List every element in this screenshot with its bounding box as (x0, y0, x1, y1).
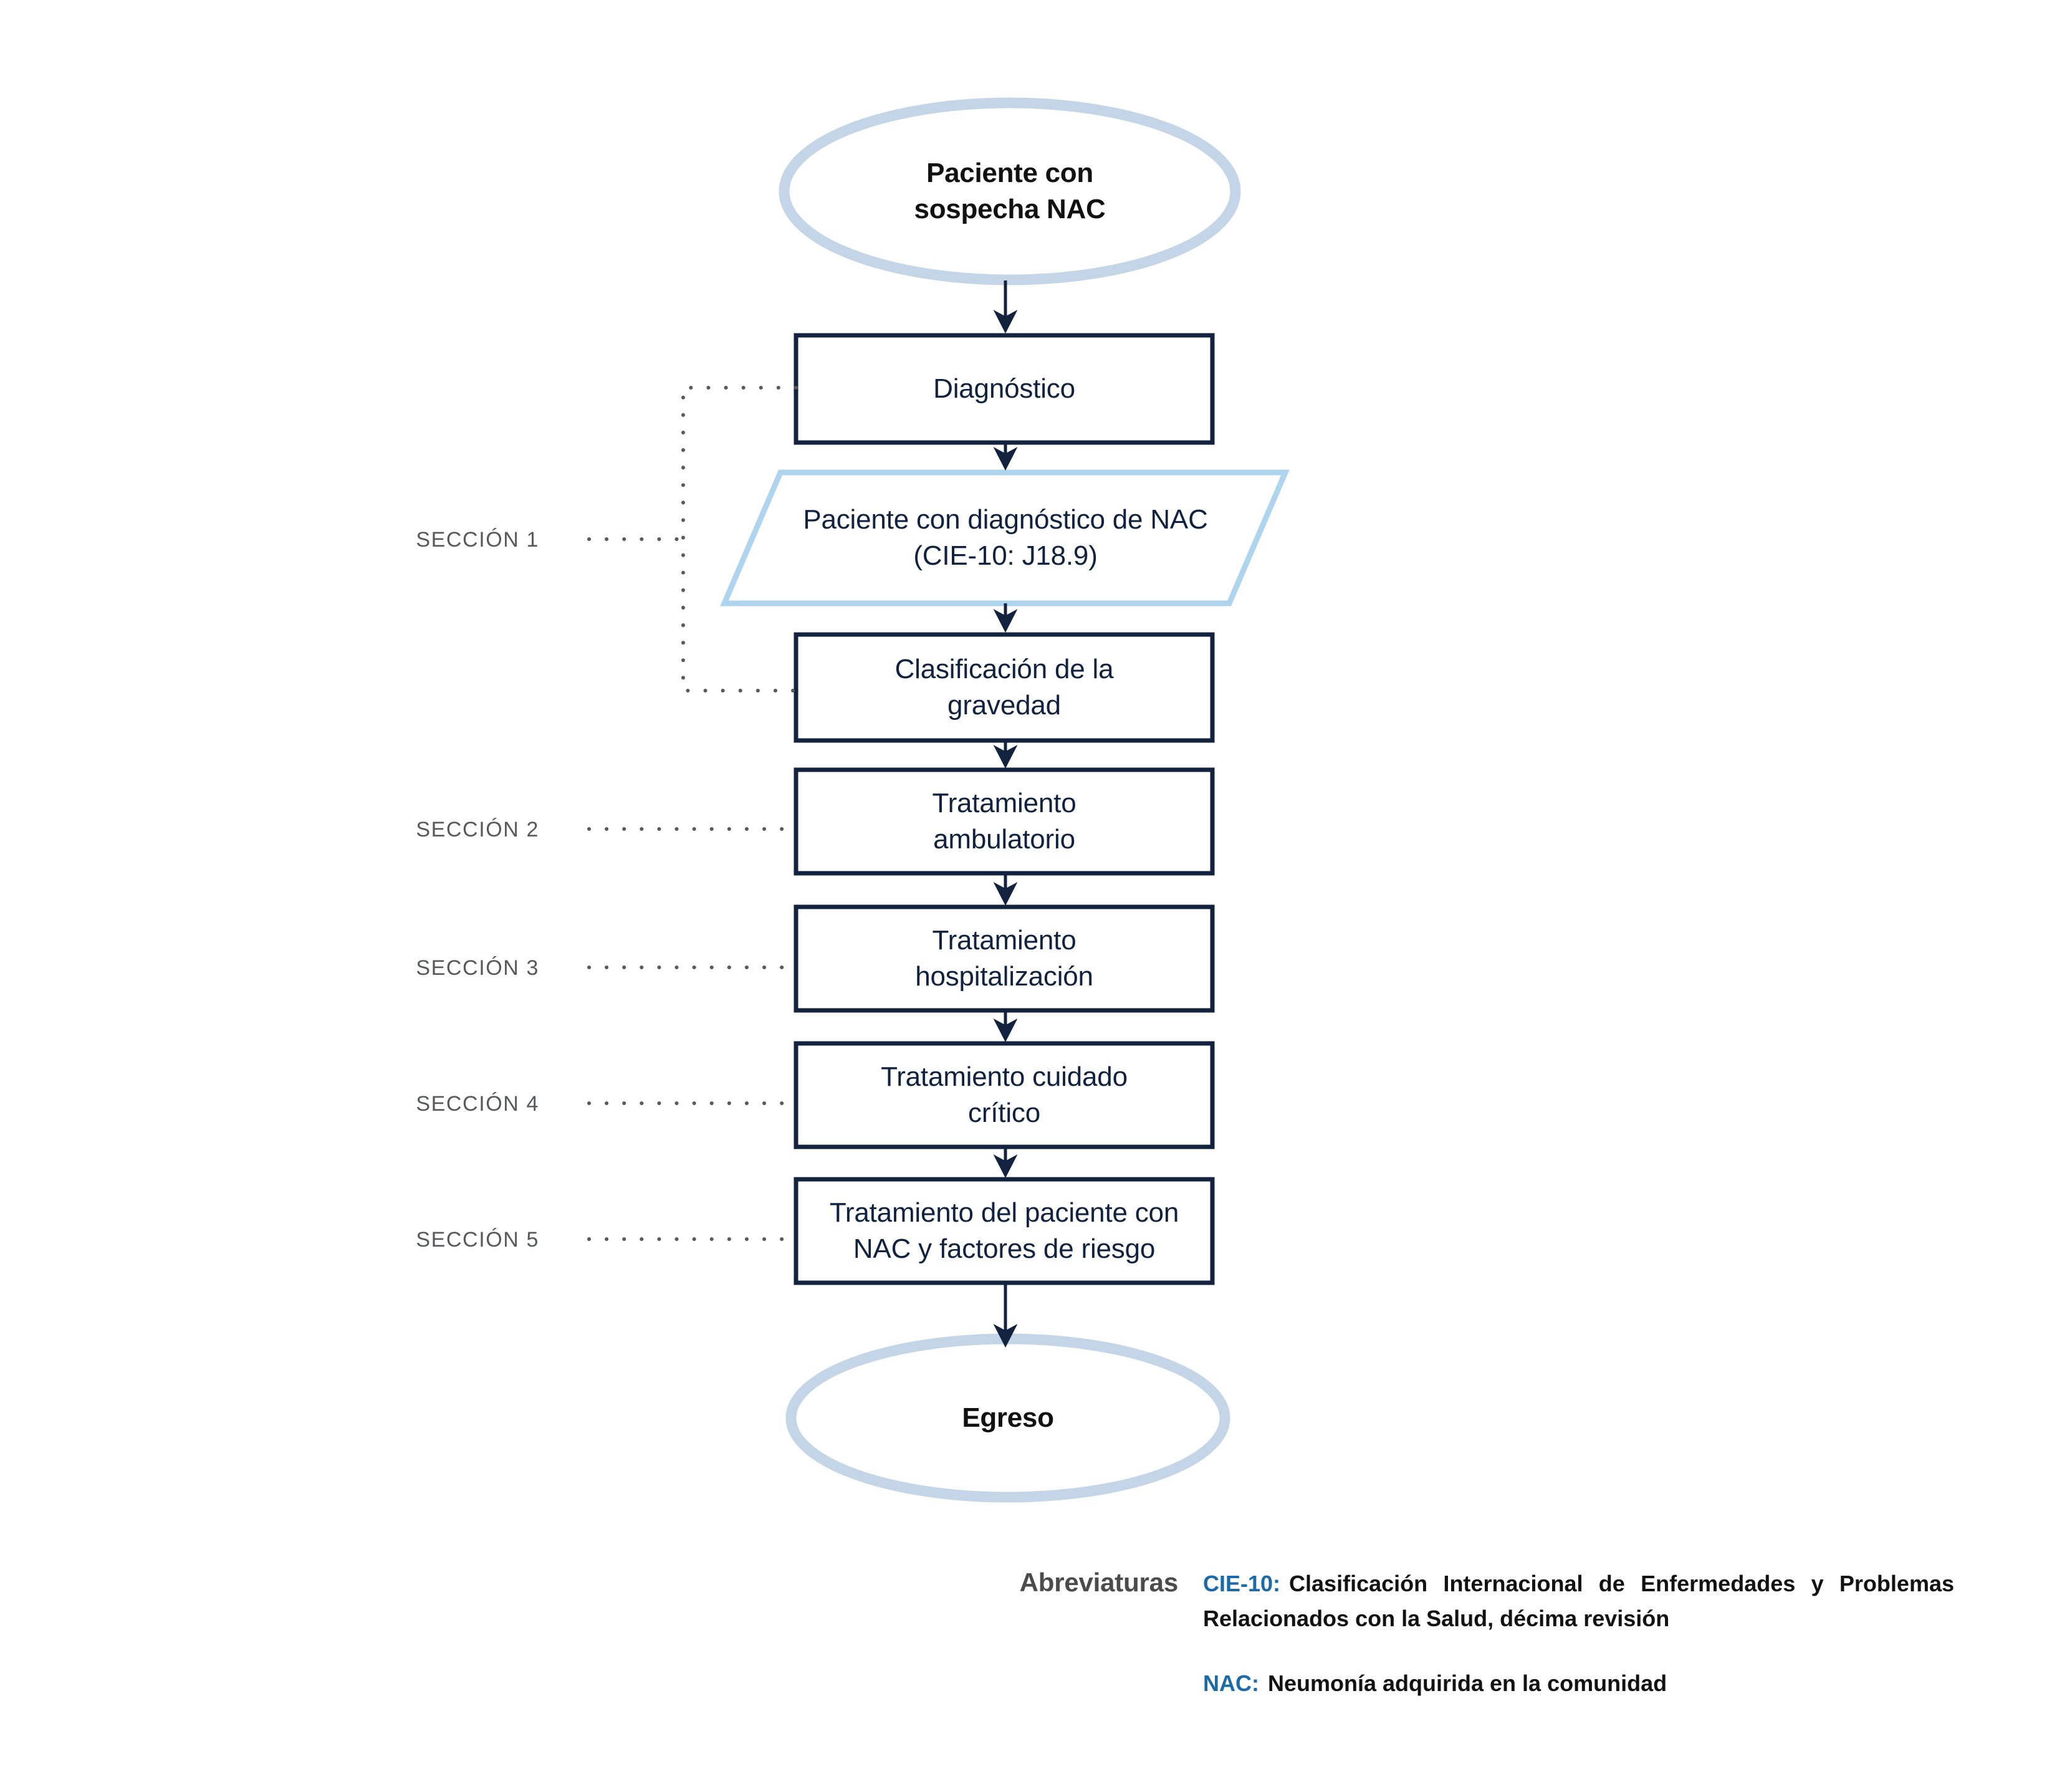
node-diagnostico-shape (794, 333, 1215, 445)
node-critico-shape (794, 1041, 1215, 1149)
section-1-bracket (681, 386, 798, 692)
abbreviation-key-nac: NAC: (1203, 1670, 1259, 1696)
abbreviation-item-nac: NAC: Neumonía adquirida en la comunidad (1203, 1666, 1954, 1701)
section-label-1: SECCIÓN 1 (416, 528, 539, 552)
abbreviation-item-cie10: CIE-10:Clasificación Internacional de En… (1203, 1566, 1954, 1636)
abbreviation-definition-nac: Neumonía adquirida en la comunidad (1267, 1670, 1667, 1696)
node-riesgo-shape (794, 1177, 1215, 1285)
abbreviation-definition-cie10: Clasificación Internacional de Enfermeda… (1203, 1571, 1954, 1631)
section-label-2: SECCIÓN 2 (416, 818, 539, 841)
section-label-4: SECCIÓN 4 (416, 1092, 539, 1116)
node-gravedad-shape (794, 632, 1215, 743)
node-egreso-shape (785, 1333, 1230, 1503)
abbreviation-key-cie10: CIE-10: (1203, 1571, 1281, 1596)
node-start-shape (779, 97, 1241, 285)
node-nac-dx-shape (720, 469, 1290, 606)
abbreviations-title: Abreviaturas (1019, 1568, 1179, 1597)
node-hospital-shape (794, 904, 1215, 1013)
section-label-3: SECCIÓN 3 (416, 956, 539, 980)
node-ambulatorio-shape (794, 767, 1215, 876)
section-label-5: SECCIÓN 5 (416, 1228, 539, 1252)
